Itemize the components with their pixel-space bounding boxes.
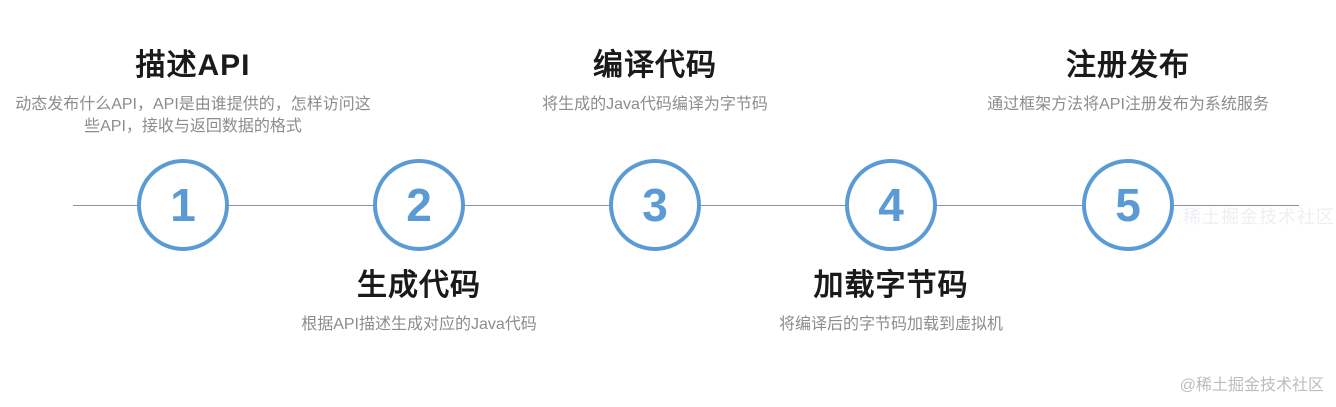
step-2-number: 2: [406, 179, 432, 231]
step-1-circle: 1: [137, 159, 229, 251]
step-4-description: 将编译后的字节码加载到虚拟机: [778, 316, 1003, 333]
step-5-title: 注册发布: [1066, 49, 1190, 82]
step-2-text: 生成代码 根据API描述生成对应的Java代码: [239, 268, 599, 336]
step-4-number: 4: [878, 179, 904, 231]
step-3-number: 3: [642, 179, 668, 231]
ghost-watermark: 稀土掘金技术社区: [1183, 207, 1335, 227]
step-4-circle: 4: [845, 159, 937, 251]
step-3-description: 将生成的Java代码编译为字节码: [542, 96, 768, 113]
step-3-text: 编译代码 将生成的Java代码编译为字节码: [475, 48, 835, 116]
step-4-text: 加载字节码 将编译后的字节码加载到虚拟机: [711, 268, 1071, 336]
step-1-description: 动态发布什么API，API是由谁提供的，怎样访问这些API，接收与返回数据的格式: [15, 96, 371, 136]
step-5-circle: 5: [1082, 159, 1174, 251]
step-1-text: 描述API 动态发布什么API，API是由谁提供的，怎样访问这些API，接收与返…: [13, 48, 373, 139]
step-5-description: 通过框架方法将API注册发布为系统服务: [987, 96, 1269, 113]
step-2-title: 生成代码: [357, 269, 481, 302]
step-3-title: 编译代码: [593, 49, 717, 82]
step-3-circle: 3: [609, 159, 701, 251]
step-4-title: 加载字节码: [813, 269, 969, 302]
step-2-description: 根据API描述生成对应的Java代码: [301, 316, 537, 333]
site-watermark: @稀土掘金技术社区: [1179, 377, 1324, 394]
step-1-title: 描述API: [135, 49, 251, 82]
step-2-circle: 2: [373, 159, 465, 251]
step-5-text: 注册发布 通过框架方法将API注册发布为系统服务: [948, 48, 1308, 116]
step-1-number: 1: [170, 179, 196, 231]
step-5-number: 5: [1115, 179, 1141, 231]
